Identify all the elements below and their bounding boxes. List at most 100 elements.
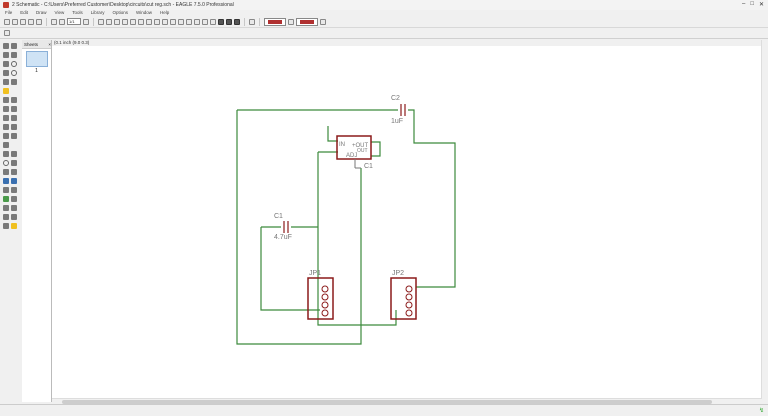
paste-tool-icon[interactable] xyxy=(3,88,9,94)
grid-icon[interactable] xyxy=(106,18,112,25)
dimension-tool-icon[interactable] xyxy=(11,196,17,202)
zoom-window-icon[interactable] xyxy=(154,18,160,25)
help-icon[interactable] xyxy=(249,18,255,25)
wire-tool-icon[interactable] xyxy=(3,151,9,157)
change-tool-icon[interactable] xyxy=(11,79,17,85)
schematic-canvas[interactable]: C2 1uF IN +OUT OUT ADJ C1 C1 4.7uF JP1 xyxy=(52,46,766,398)
move-tool-icon[interactable] xyxy=(3,61,9,67)
value-tool-icon[interactable] xyxy=(3,124,9,130)
layer-icon[interactable] xyxy=(114,18,120,25)
stop-icon[interactable] xyxy=(186,18,192,25)
vertical-scrollbar[interactable] xyxy=(761,40,768,398)
minimize-button[interactable]: – xyxy=(742,1,746,7)
display-icon[interactable] xyxy=(218,18,224,25)
print-icon[interactable] xyxy=(20,18,26,25)
menu-help[interactable]: Help xyxy=(160,10,170,15)
smash-tool-icon[interactable] xyxy=(11,124,17,130)
net-wire[interactable] xyxy=(327,126,338,142)
add-tool-icon[interactable] xyxy=(11,97,17,103)
net-wire[interactable] xyxy=(317,152,397,326)
capacitor-c1[interactable]: C1 4.7uF xyxy=(274,213,292,241)
menu-edit[interactable]: Edit xyxy=(20,10,29,15)
horizontal-scrollbar[interactable] xyxy=(52,398,762,405)
zoom-in-icon[interactable] xyxy=(130,18,136,25)
open-icon[interactable] xyxy=(4,18,10,25)
erc-tool-icon[interactable] xyxy=(3,214,9,220)
mirror-tool-icon[interactable] xyxy=(3,70,9,76)
replace-tool-icon[interactable] xyxy=(11,106,17,112)
sheet-select[interactable]: 1/1 xyxy=(67,18,81,25)
connector-jp1[interactable]: JP1 xyxy=(307,270,334,320)
net-wire[interactable] xyxy=(371,141,381,157)
menu-library[interactable]: Library xyxy=(90,10,105,15)
rotate-tool-icon[interactable] xyxy=(11,70,17,76)
design-link-dropdown-icon[interactable] xyxy=(288,18,294,25)
junction-tool-icon[interactable] xyxy=(3,187,9,193)
arc-tool-icon[interactable] xyxy=(11,160,17,166)
name-tool-icon[interactable] xyxy=(11,115,17,121)
lock-tool-icon[interactable] xyxy=(3,223,9,229)
display-tool-icon[interactable] xyxy=(3,52,9,58)
menu-file[interactable]: File xyxy=(5,10,13,15)
net-wire[interactable] xyxy=(236,110,362,345)
menu-tools[interactable]: Tools xyxy=(72,10,83,15)
group-tool-icon[interactable] xyxy=(3,79,9,85)
element14-dropdown-icon[interactable] xyxy=(320,18,326,25)
sheets-panel-close-button[interactable]: × xyxy=(48,41,51,47)
redo-icon[interactable] xyxy=(178,18,184,25)
element14-icon[interactable] xyxy=(296,17,318,26)
connector-jp2[interactable]: JP2 xyxy=(390,270,417,320)
warning-tool-icon[interactable] xyxy=(11,223,17,229)
bus-tool-icon[interactable] xyxy=(3,178,9,184)
maximize-button[interactable]: □ xyxy=(750,1,754,7)
cam-icon[interactable] xyxy=(28,18,34,25)
save-icon[interactable] xyxy=(12,18,18,25)
properties-icon[interactable] xyxy=(226,18,232,25)
copy-tool-icon[interactable] xyxy=(11,61,17,67)
show-tool-icon[interactable] xyxy=(11,43,17,49)
sheet-dropdown-icon[interactable] xyxy=(83,18,89,25)
pause-icon[interactable] xyxy=(98,18,104,25)
frame-tool-icon[interactable] xyxy=(3,205,9,211)
net-wire[interactable] xyxy=(408,109,456,288)
close-button[interactable]: ✕ xyxy=(758,2,764,8)
split-tool-icon[interactable] xyxy=(3,133,9,139)
circle-tool-icon[interactable] xyxy=(3,160,9,166)
sheet-thumbnail[interactable] xyxy=(25,51,48,67)
text-icon[interactable] xyxy=(210,18,216,25)
ripup-tool-icon[interactable] xyxy=(11,205,17,211)
info-tool-icon[interactable] xyxy=(3,43,9,49)
rect-tool-icon[interactable] xyxy=(3,169,9,175)
zoom-reset-icon[interactable] xyxy=(146,18,152,25)
menu-window[interactable]: Window xyxy=(136,10,153,15)
menu-view[interactable]: View xyxy=(54,10,65,15)
board-icon[interactable] xyxy=(36,18,42,25)
voltage-regulator[interactable]: IN +OUT OUT ADJ C1 xyxy=(336,135,373,170)
miter-tool-icon[interactable] xyxy=(11,133,17,139)
label-tool-icon[interactable] xyxy=(11,187,17,193)
polygon-tool-icon[interactable] xyxy=(11,169,17,175)
mark-tool-icon[interactable] xyxy=(11,52,17,58)
invoke-tool-icon[interactable] xyxy=(3,142,9,148)
info-icon[interactable] xyxy=(234,18,240,25)
grid-settings-icon[interactable] xyxy=(4,30,10,36)
text-tool-icon[interactable] xyxy=(11,151,17,157)
design-link-icon[interactable] xyxy=(264,17,286,26)
go-icon[interactable] xyxy=(194,18,200,25)
menu-options[interactable]: Options xyxy=(112,10,129,15)
optimize-tool-icon[interactable] xyxy=(11,214,17,220)
horizontal-scrollbar-thumb[interactable] xyxy=(62,400,712,404)
capacitor-c2[interactable]: C2 1uF xyxy=(391,95,406,125)
undo-icon[interactable] xyxy=(170,18,176,25)
gateswap-tool-icon[interactable] xyxy=(3,115,9,121)
net-tool-icon[interactable] xyxy=(11,178,17,184)
cancel-icon[interactable] xyxy=(202,18,208,25)
delete-tool-icon[interactable] xyxy=(3,97,9,103)
script-icon[interactable] xyxy=(51,18,57,25)
attribute-tool-icon[interactable] xyxy=(3,196,9,202)
zoom-out-icon[interactable] xyxy=(138,18,144,25)
run-ulp-icon[interactable] xyxy=(59,18,65,25)
zoom-fit-icon[interactable] xyxy=(122,18,128,25)
net-wire[interactable] xyxy=(260,227,320,311)
pinswap-tool-icon[interactable] xyxy=(3,106,9,112)
